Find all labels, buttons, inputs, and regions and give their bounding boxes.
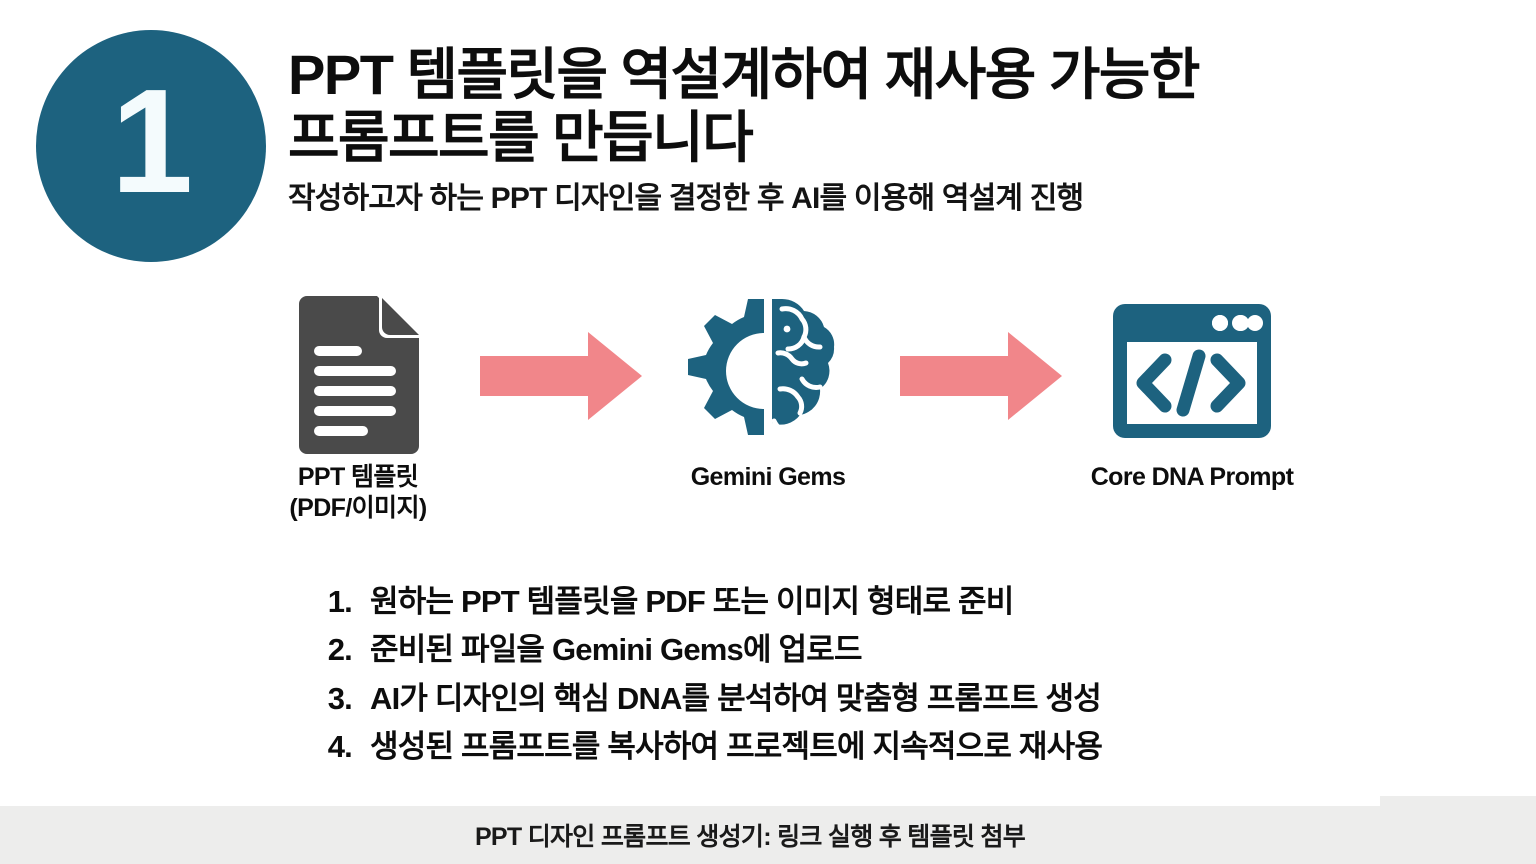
step-list-item: 2. 준비된 파일을 Gemini Gems에 업로드 xyxy=(300,626,1420,674)
step-list-item-text: 생성된 프롬프트를 복사하여 프로젝트에 지속적으로 재사용 xyxy=(370,729,1103,765)
flow-node-gemini-gems: Gemini Gems xyxy=(640,286,896,493)
caption-bar-notch xyxy=(1380,796,1536,806)
step-list-item: 3. AI가 디자인의 핵심 DNA를 분석하여 맞춤형 프롬프트 생성 xyxy=(300,675,1420,723)
flow-arrow-2 xyxy=(898,330,1064,427)
process-flow-diagram: PPT 템플릿 (PDF/이미지) xyxy=(0,286,1536,546)
right-arrow-icon xyxy=(900,332,1062,420)
flow-node-ppt-template: PPT 템플릿 (PDF/이미지) xyxy=(232,286,484,525)
step-list-item: 4. 생성된 프롬프트를 복사하여 프로젝트에 지속적으로 재사용 xyxy=(300,723,1420,771)
flow-node-core-dna-prompt: Core DNA Prompt xyxy=(1042,286,1342,493)
flow-arrow-1 xyxy=(478,330,644,427)
flow-node-label-ppt-template: PPT 템플릿 (PDF/이미지) xyxy=(289,463,427,523)
code-window-icon xyxy=(1113,304,1271,438)
flow-node-label-core-dna-prompt: Core DNA Prompt xyxy=(1090,463,1294,491)
step-list-item-text: 준비된 파일을 Gemini Gems에 업로드 xyxy=(370,632,863,668)
step-list-item-number: 3. xyxy=(327,680,353,716)
caption-bar: PPT 디자인 프롬프트 생성기: 링크 실행 후 템플릿 첨부 xyxy=(0,796,1536,864)
steps-list: 1. 원하는 PPT 템플릿을 PDF 또는 이미지 형태로 준비 2. 준비된… xyxy=(300,578,1420,771)
step-list-item: 1. 원하는 PPT 템플릿을 PDF 또는 이미지 형태로 준비 xyxy=(300,578,1420,626)
step-list-item-text: 원하는 PPT 템플릿을 PDF 또는 이미지 형태로 준비 xyxy=(370,584,1014,619)
step-list-item-number: 1. xyxy=(327,584,353,619)
slide-header: PPT 템플릿을 역설계하여 재사용 가능한 프롬프트를 만듭니다 작성하고자 … xyxy=(288,43,1498,217)
flow-node-label-gemini-gems: Gemini Gems xyxy=(690,463,846,491)
slide-title-line-1: PPT 템플릿을 역설계하여 재사용 가능한 xyxy=(288,43,1200,106)
gear-brain-icon-container xyxy=(640,286,896,456)
caption-text: PPT 디자인 프롬프트 생성기: 링크 실행 후 템플릿 첨부 xyxy=(474,823,1026,851)
slide-title-line-2: 프롬프트를 만듭니다 xyxy=(288,105,754,169)
step-number-value: 1 xyxy=(110,59,193,224)
document-icon-container xyxy=(232,286,484,456)
document-icon xyxy=(299,294,423,454)
step-list-item-number: 4. xyxy=(327,729,353,765)
step-list-item-number: 2. xyxy=(327,632,353,668)
step-list-item-text: AI가 디자인의 핵심 DNA를 분석하여 맞춤형 프롬프트 생성 xyxy=(370,680,1102,716)
step-number-badge: 1 xyxy=(36,30,266,262)
gear-brain-icon xyxy=(688,298,835,436)
right-arrow-icon xyxy=(480,332,642,420)
slide-subtitle: 작성하고자 하는 PPT 디자인을 결정한 후 AI를 이용해 역설계 진행 xyxy=(288,182,1084,216)
code-window-icon-container xyxy=(1042,286,1342,456)
